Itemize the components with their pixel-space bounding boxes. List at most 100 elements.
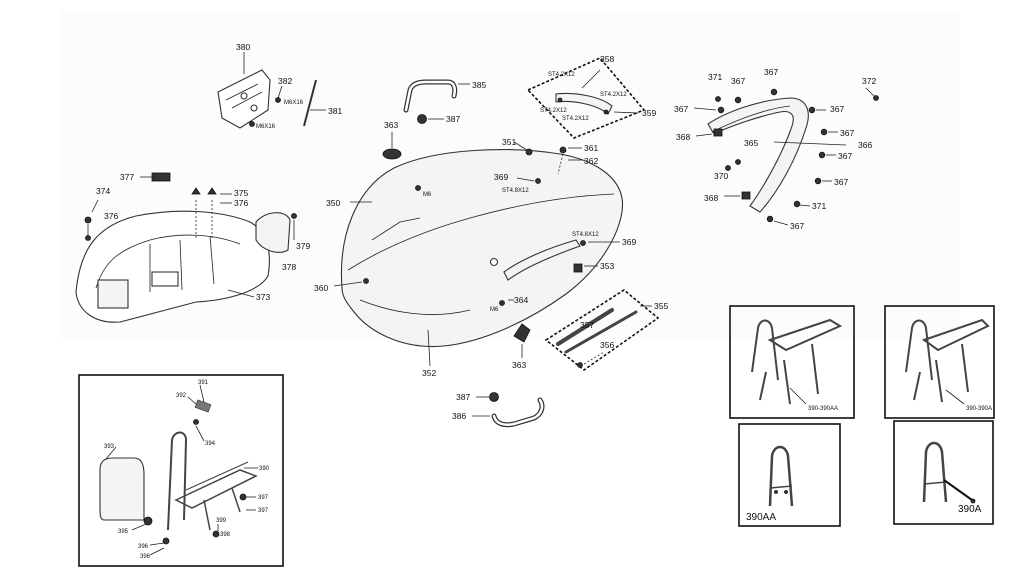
label-inset-395: 395	[118, 529, 129, 535]
label-360: 360	[314, 283, 328, 293]
label-380: 380	[236, 42, 250, 52]
label-375: 375	[234, 188, 248, 198]
label-367-d: 367	[830, 104, 844, 114]
label-372: 372	[862, 76, 876, 86]
label-369-b: 369	[622, 237, 636, 247]
label-inset-396-a: 396	[138, 544, 149, 550]
backrest-inset-390a	[893, 420, 994, 525]
label-382: 382	[278, 76, 292, 86]
label-m6x16-a: M6X16	[284, 100, 304, 106]
label-359: 359	[642, 108, 656, 118]
handle-386	[472, 392, 545, 428]
handle-385	[403, 79, 470, 113]
label-inset-399: 399	[216, 518, 227, 524]
label-inset-391: 391	[198, 380, 209, 386]
lid-378	[255, 212, 297, 253]
label-inset-397-b: 397	[258, 508, 269, 514]
label-371-a: 371	[708, 72, 722, 82]
label-st42-d: ST4.2X12	[562, 116, 589, 122]
leader-373	[227, 289, 255, 298]
label-367-g: 367	[834, 177, 848, 187]
label-365: 365	[744, 138, 758, 148]
side-cover-350	[340, 149, 624, 348]
rack-inset-390-390a	[884, 305, 995, 419]
label-387-b: 387	[456, 392, 470, 402]
nut-387-a	[417, 114, 444, 124]
label-inset-393: 393	[104, 444, 115, 450]
label-st48-b: ST4.8X12	[572, 232, 599, 238]
label-353: 353	[600, 261, 614, 271]
label-363-b: 363	[512, 360, 526, 370]
label-368-b: 368	[704, 193, 718, 203]
label-357: 357	[580, 320, 594, 330]
label-379: 379	[296, 241, 310, 251]
label-361: 361	[584, 143, 598, 153]
label-369-a: 369	[494, 172, 508, 182]
label-356: 356	[600, 340, 614, 350]
label-370: 370	[714, 171, 728, 181]
label-368-a: 368	[676, 132, 690, 142]
label-inset-397-a: 397	[258, 495, 269, 501]
label-390aa: 390AA	[746, 512, 776, 523]
label-386: 386	[452, 411, 466, 421]
bolt-382	[249, 85, 283, 127]
label-inset-390: 390	[259, 466, 270, 472]
label-385: 385	[472, 80, 486, 90]
label-367-h: 367	[790, 221, 804, 231]
label-366: 366	[858, 140, 872, 150]
label-m6-b: M6	[490, 307, 499, 313]
inner-box-373	[75, 210, 270, 323]
label-363-a: 363	[384, 120, 398, 130]
label-362: 362	[584, 156, 598, 166]
label-inset-394: 394	[205, 441, 216, 447]
label-st42-c: ST4.2X12	[540, 108, 567, 114]
label-367-f: 367	[838, 151, 852, 161]
rack-inset-390-390aa	[729, 305, 855, 419]
fasteners-shell	[333, 141, 620, 367]
label-rack-390-390aa: 390-390AA	[808, 406, 838, 412]
screws-367	[693, 87, 879, 226]
label-351: 351	[502, 137, 516, 147]
label-381: 381	[328, 106, 342, 116]
grommet-363-a	[382, 132, 402, 160]
label-rack-390-390a: 390-390A	[966, 406, 992, 412]
label-m6-a: M6	[423, 192, 432, 198]
tag-377	[140, 172, 171, 182]
backrest-inset-390aa	[738, 423, 841, 527]
label-373: 373	[256, 292, 270, 302]
clips-375-376	[191, 187, 232, 240]
label-390a: 390A	[958, 504, 982, 515]
label-355: 355	[654, 301, 668, 311]
grommet-363-b	[513, 323, 531, 358]
label-st42-b: ST4.2X12	[600, 92, 627, 98]
label-367-b: 367	[764, 67, 778, 77]
rail-365	[707, 97, 809, 213]
label-st48-a: ST4.8X12	[502, 188, 529, 194]
label-364: 364	[514, 295, 528, 305]
label-367-a: 367	[731, 76, 745, 86]
label-352: 352	[422, 368, 436, 378]
inset-box-rack-assembly	[78, 374, 284, 567]
label-376-a: 376	[104, 211, 118, 221]
label-m6x16-b: M6X16	[256, 124, 276, 130]
light-strip-358	[526, 57, 646, 139]
label-374: 374	[96, 186, 110, 196]
label-377: 377	[120, 172, 134, 182]
strap-set-355	[544, 289, 660, 371]
bracket-380	[217, 52, 271, 129]
label-387-a: 387	[446, 114, 460, 124]
label-350: 350	[326, 198, 340, 208]
label-378: 378	[282, 262, 296, 272]
label-371-b: 371	[812, 201, 826, 211]
screw-374-376	[84, 199, 99, 241]
label-inset-398: 398	[220, 532, 231, 538]
rod-381	[303, 79, 326, 127]
label-358: 358	[600, 54, 614, 64]
label-inset-396-b: 396	[140, 554, 151, 560]
label-376-b: 376	[234, 198, 248, 208]
label-367-c: 367	[674, 104, 688, 114]
label-st42-a: ST4.2X12	[548, 72, 575, 78]
label-367-e: 367	[840, 128, 854, 138]
label-inset-392: 392	[176, 393, 187, 399]
